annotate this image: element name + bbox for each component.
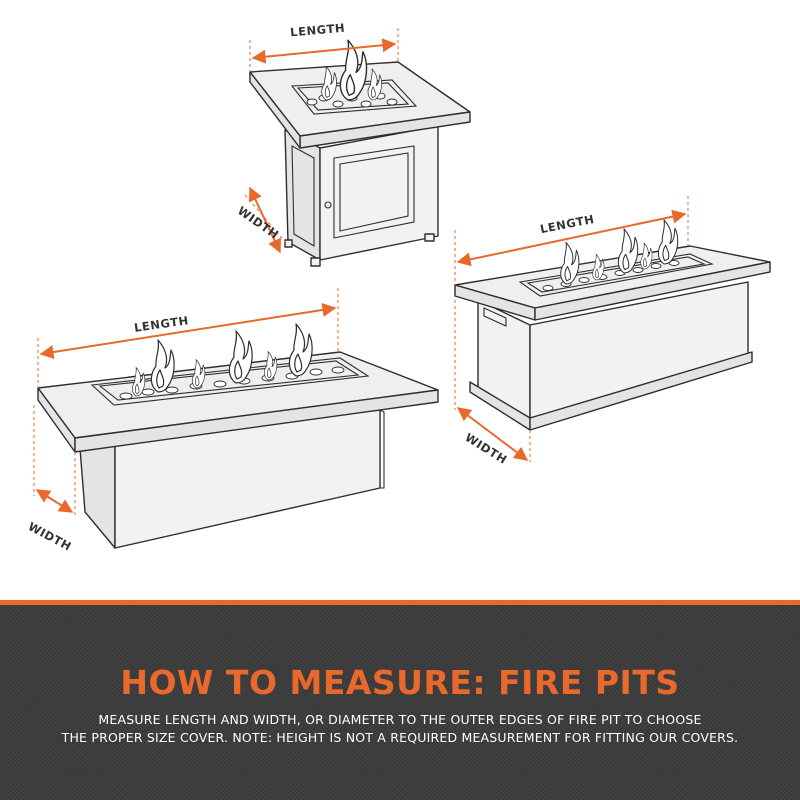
trough-length-label: LENGTH [539, 212, 596, 236]
fire-pit-illustration: LENGTH WIDTH [25, 20, 771, 554]
table-width-label: WIDTH [26, 519, 74, 553]
trough-width-label: WIDTH [462, 430, 509, 467]
rectangular-fire-table: LENGTH WIDTH [26, 288, 439, 554]
description: MEASURE LENGTH AND WIDTH, OR DIAMETER TO… [60, 711, 740, 747]
page-title: HOW TO MEASURE: FIRE PITS [120, 663, 680, 702]
description-line-2: THE PROPER SIZE COVER. NOTE: HEIGHT IS N… [61, 730, 739, 745]
footer-banner: HOW TO MEASURE: FIRE PITS MEASURE LENGTH… [0, 605, 800, 800]
trough-fire-pit: LENGTH WIDTH [454, 196, 771, 467]
square-width-label: WIDTH [235, 204, 282, 242]
square-fire-table: LENGTH WIDTH [235, 21, 471, 267]
accent-stripe [0, 600, 800, 605]
description-line-1: MEASURE LENGTH AND WIDTH, OR DIAMETER TO… [98, 712, 702, 727]
square-length-label: LENGTH [290, 21, 346, 40]
